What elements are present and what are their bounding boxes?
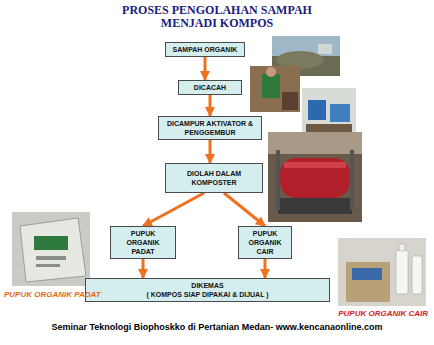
flow-arrow <box>204 57 207 80</box>
chopping-photo <box>250 66 300 112</box>
composter-photo <box>268 132 362 222</box>
box-text: DIOLAH DALAM KOMPOSTER <box>169 169 259 187</box>
diagram-title: PROSES PENGOLAHAN SAMPAH MENJADI KOMPOS <box>117 4 317 30</box>
flow-arrow <box>209 95 212 116</box>
box-text: PUPUK ORGANIK PADAT <box>114 229 172 256</box>
process-box: SAMPAH ORGANIK <box>165 42 245 57</box>
box-text: PUPUK ORGANIK CAIR <box>242 229 288 256</box>
process-box: PUPUK ORGANIK PADAT <box>110 226 176 259</box>
flow-arrow <box>224 193 265 226</box>
footer-caption: Seminar Teknologi Biophoskko di Pertania… <box>10 322 424 333</box>
photo-label: PUPUK ORGANIK CAIR <box>318 309 428 319</box>
process-box: DICAMPUR AKTIVATOR & PENGGEMBUR <box>158 116 262 140</box>
box-text: DICAMPUR AKTIVATOR & PENGGEMBUR <box>162 119 258 137</box>
flow-arrow <box>209 140 212 163</box>
flow-arrow <box>142 259 145 278</box>
process-box: PUPUK ORGANIK CAIR <box>238 226 292 259</box>
mixing-photo <box>302 88 356 138</box>
flow-arrow <box>143 193 204 226</box>
process-box: DICACAH <box>178 80 242 95</box>
process-box: DIKEMAS( KOMPOS SIAP DIPAKAI & DIJUAL ) <box>85 278 330 302</box>
box-text: DIKEMAS <box>191 281 223 290</box>
bottle-photo <box>338 238 426 306</box>
box-text: ( KOMPOS SIAP DIPAKAI & DIJUAL ) <box>146 290 268 299</box>
process-box: DIOLAH DALAM KOMPOSTER <box>165 163 263 193</box>
bag-photo <box>12 212 90 286</box>
box-text: SAMPAH ORGANIK <box>173 45 238 54</box>
box-text: DICACAH <box>194 83 226 92</box>
photo-label: PUPUK ORGANIK PADAT <box>4 290 104 300</box>
flow-arrow <box>264 259 267 278</box>
